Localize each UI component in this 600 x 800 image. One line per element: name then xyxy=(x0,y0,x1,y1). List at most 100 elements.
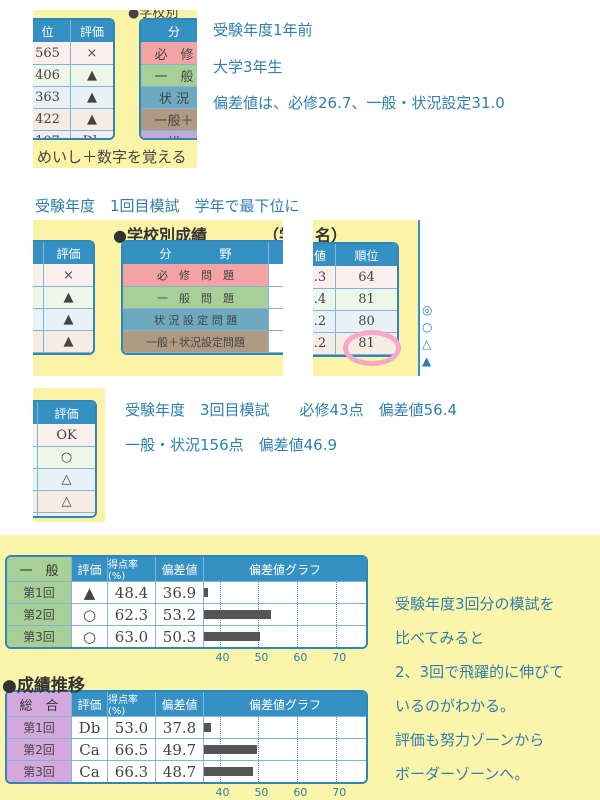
legend-symbol: ○ xyxy=(422,320,433,334)
header-row: 総 合評価得点率(%)偏差値偏差値グラフ xyxy=(7,692,366,717)
legend-symbol: ◎ xyxy=(422,303,433,317)
header: 得点率(%) xyxy=(107,557,155,582)
highlight-circle xyxy=(343,330,401,366)
evaluation: Ca xyxy=(37,513,95,516)
mock3-scan: 評価 OK○△△Ca xyxy=(33,388,105,522)
evaluation: ▲ xyxy=(43,331,93,352)
field: 一般＋ xyxy=(154,114,194,129)
table-row: 状 況 設 定 問 題 xyxy=(123,308,283,330)
comment-line: 比べてみると xyxy=(395,629,485,647)
field-table: 分 必 修一 般状 況一般＋総 xyxy=(139,18,197,140)
deviation: .9 xyxy=(313,355,335,357)
gridline xyxy=(258,739,260,760)
evaluation: Db xyxy=(43,353,93,355)
evaluation: Ca xyxy=(71,761,107,782)
legend-column: ◎○△▲ xyxy=(418,220,435,376)
axis-tick-label: 70 xyxy=(332,651,347,664)
rank-table: 位評価 565×406▲363▲422▲107Db xyxy=(33,18,115,140)
evaluation: OK xyxy=(37,424,95,446)
evaluation: ○ xyxy=(37,447,95,468)
evaluation: Db xyxy=(71,717,107,738)
table-row: × xyxy=(33,264,93,286)
deviation-graph xyxy=(203,626,366,647)
comment-line: 2、3回で飛躍的に伸びて xyxy=(395,663,565,681)
table-row: △ xyxy=(33,468,95,490)
table-row: ▲ xyxy=(33,330,93,352)
deviation-bar xyxy=(204,767,254,776)
gridline xyxy=(297,739,299,760)
header: 分 野 xyxy=(159,246,232,261)
deviation: 37.8 xyxy=(155,717,203,738)
table-row: 必 修 問 題 xyxy=(123,264,283,286)
rank: 80 xyxy=(335,311,397,332)
round-label: 第3回 xyxy=(7,761,71,782)
deviation: 36.9 xyxy=(155,582,203,603)
table-row: 総 xyxy=(141,130,197,138)
deviation-bar xyxy=(204,610,271,619)
field: 必 修 xyxy=(154,47,194,63)
round-label: 第1回 xyxy=(7,717,71,738)
gridline xyxy=(336,626,338,647)
round-label: 第3回 xyxy=(7,626,71,647)
table-row: 必 修 xyxy=(141,42,197,64)
gridline xyxy=(219,717,221,738)
table-row: OK xyxy=(33,424,95,446)
axis-tick-label: 60 xyxy=(293,786,308,799)
mock1-caption: 受験年度 1回目模試 学年で最下位に xyxy=(35,197,300,215)
gridline xyxy=(258,582,260,603)
deviation-graph xyxy=(203,582,366,603)
deviation: 53.2 xyxy=(155,604,203,625)
deviation: .4 xyxy=(313,292,327,307)
header: 偏差値グラフ xyxy=(203,692,366,716)
table-row: 一 般 問 題 xyxy=(123,286,283,308)
rank: 363 xyxy=(35,90,60,105)
deviation: 48.7 xyxy=(155,761,203,782)
evaluation: ▲ xyxy=(70,109,113,130)
table-row: ▲ xyxy=(33,286,93,308)
deviation-bar xyxy=(204,588,208,597)
rank: 422 xyxy=(35,112,60,127)
deviation-graph xyxy=(203,761,366,782)
table-row: ▲ xyxy=(33,308,93,330)
deviation-graph xyxy=(203,739,366,760)
gridline xyxy=(297,717,299,738)
handwritten-note: めいし＋数字を覚える xyxy=(37,148,187,166)
mock3-line: 一般・状況156点 偏差値46.9 xyxy=(125,436,338,454)
header: 偏差値 xyxy=(155,692,203,716)
eval-table: 評価 OK○△△Ca xyxy=(33,400,97,518)
header: 得点率(%) xyxy=(107,692,155,717)
axis-tick-label: 40 xyxy=(215,786,230,799)
round-label: 第2回 xyxy=(7,739,71,760)
table-row: 総 合 xyxy=(123,352,283,353)
header: 偏差値 xyxy=(155,557,203,581)
axis-tick-label: 60 xyxy=(293,651,308,664)
gridline xyxy=(297,761,299,782)
evaluation: △ xyxy=(37,491,95,512)
gridline xyxy=(336,604,338,625)
score-rate: 53.0 xyxy=(107,717,155,738)
round-label: 第1回 xyxy=(7,582,71,603)
score-scan-1: ●学校別 位評価 565×406▲363▲422▲107Db 分 必 修一 般状… xyxy=(33,10,197,168)
deviation: 49.7 xyxy=(155,739,203,760)
evaluation: △ xyxy=(37,469,95,490)
gridline xyxy=(297,582,299,603)
section-suffix: 名） xyxy=(315,226,348,245)
gridline xyxy=(336,739,338,760)
mock3-line: 受験年度 3回目模試 必修43点 偏差値56.4 xyxy=(125,401,458,419)
rank: 565 xyxy=(35,45,60,61)
evaluation: ▲ xyxy=(43,309,93,330)
table-row: Ca xyxy=(33,512,95,516)
evaluation: ▲ xyxy=(70,87,113,108)
mock1-scan-right: 名） 値順位 .364.481.280.281.981 ◎○△▲ xyxy=(313,220,435,376)
axis-tick-label: 50 xyxy=(254,786,269,799)
field: 一 般 xyxy=(154,70,194,85)
gridline xyxy=(258,761,260,782)
axis-tick-label: 40 xyxy=(215,651,230,664)
header: 値 xyxy=(313,248,326,263)
gridline xyxy=(336,582,338,603)
